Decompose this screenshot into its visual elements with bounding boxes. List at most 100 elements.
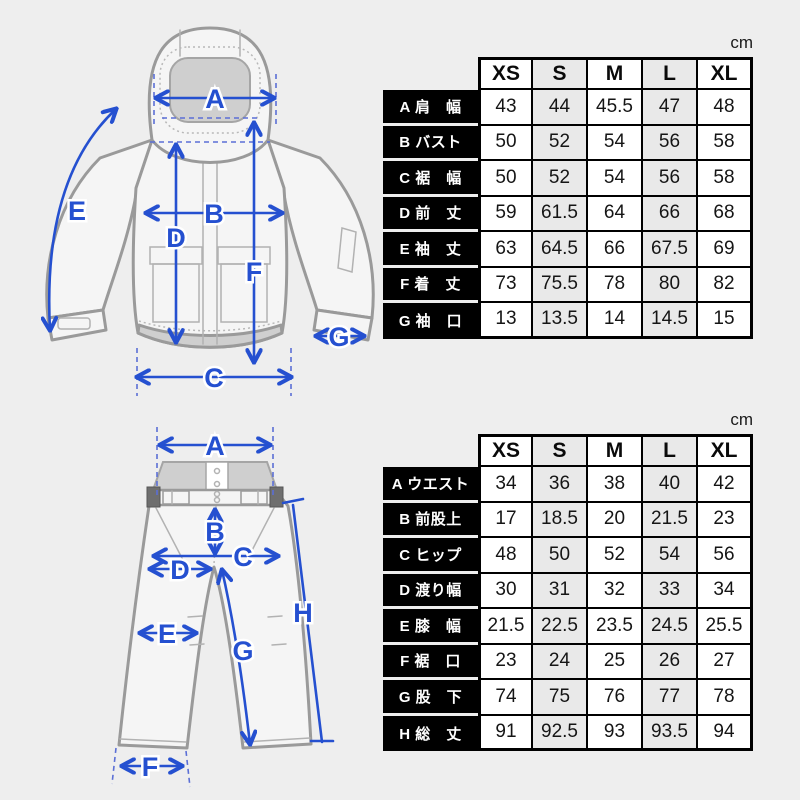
- size-value: 44: [533, 90, 588, 126]
- size-value: 45.5: [588, 90, 643, 126]
- size-value: 25: [588, 644, 643, 680]
- size-value: 68: [698, 196, 753, 232]
- row-label: G 袖 口: [383, 303, 478, 339]
- jacket-hem-stitch: [138, 320, 282, 332]
- pants-measure-label-f: F: [142, 752, 159, 782]
- row-label: D 渡り幅: [383, 573, 478, 609]
- size-value: 93: [588, 715, 643, 751]
- size-value: 52: [588, 538, 643, 574]
- pants-belt-strap-left: [162, 490, 190, 505]
- hem-opening-guides: [111, 747, 191, 788]
- row-label: G 股 下: [383, 680, 478, 716]
- size-value: 93.5: [643, 715, 698, 751]
- jacket-measure-label-b: B: [204, 199, 224, 229]
- size-value: 30: [478, 573, 533, 609]
- size-value: 78: [698, 680, 753, 716]
- size-value: 75: [533, 680, 588, 716]
- jacket-measure-label-e: E: [68, 196, 86, 226]
- size-value: 54: [643, 538, 698, 574]
- size-value: 26: [643, 644, 698, 680]
- pants-knee-ticks: [187, 615, 287, 646]
- size-value: 13: [478, 303, 533, 339]
- hem-width-guides: [136, 348, 292, 396]
- jacket-hood-seams: [179, 29, 241, 57]
- size-value: 64.5: [533, 232, 588, 268]
- size-value: 61.5: [533, 196, 588, 232]
- pants-measure-label-b: B: [205, 517, 225, 547]
- row-label: B 前股上: [383, 502, 478, 538]
- size-value: 74: [478, 680, 533, 716]
- size-value: 52: [533, 161, 588, 197]
- size-value: 52: [533, 125, 588, 161]
- size-value: 24.5: [643, 609, 698, 645]
- pants-measure-label-d: D: [170, 555, 190, 585]
- pants-measure-label-c: C: [233, 542, 253, 572]
- size-header-m: M: [588, 57, 643, 90]
- size-header-l: L: [643, 57, 698, 90]
- row-label: B バスト: [383, 125, 478, 161]
- size-header-xs: XS: [478, 57, 533, 90]
- table-corner: [383, 57, 478, 90]
- pants-snap-2: [213, 480, 221, 488]
- row-label: F 裾 口: [383, 644, 478, 680]
- size-value: 91: [478, 715, 533, 751]
- size-value: 64: [588, 196, 643, 232]
- size-value: 75.5: [533, 267, 588, 303]
- size-value: 34: [478, 467, 533, 503]
- measure-arrow-g: [222, 570, 250, 744]
- size-value: 47: [643, 90, 698, 126]
- size-value: 63: [478, 232, 533, 268]
- size-value: 14.5: [643, 303, 698, 339]
- size-value: 78: [588, 267, 643, 303]
- size-value: 24: [533, 644, 588, 680]
- pants-measure-label-e: E: [158, 619, 176, 649]
- size-value: 42: [698, 467, 753, 503]
- jacket-measure-label-f: F: [246, 257, 263, 287]
- jacket-measure-label-d: D: [166, 223, 186, 253]
- jacket-measure-label-g: G: [328, 322, 349, 352]
- size-header-xs: XS: [478, 434, 533, 467]
- row-label: C ヒップ: [383, 538, 478, 574]
- size-value: 20: [588, 502, 643, 538]
- waist-guides: [156, 427, 274, 498]
- size-value: 56: [643, 161, 698, 197]
- pants-snap-4: [213, 496, 221, 504]
- row-label: E 膝 幅: [383, 609, 478, 645]
- size-value: 22.5: [533, 609, 588, 645]
- size-value: 36: [533, 467, 588, 503]
- size-header-s: S: [533, 434, 588, 467]
- size-value: 25.5: [698, 609, 753, 645]
- measure-arrow-e: [49, 109, 116, 330]
- jacket-placket-lines: [202, 149, 218, 345]
- table-corner: [383, 434, 478, 467]
- size-value: 48: [478, 538, 533, 574]
- size-value: 56: [698, 538, 753, 574]
- size-value: 69: [698, 232, 753, 268]
- row-label: H 総 丈: [383, 715, 478, 751]
- size-value: 67.5: [643, 232, 698, 268]
- size-value: 66: [643, 196, 698, 232]
- size-value: 80: [643, 267, 698, 303]
- size-value: 33: [643, 573, 698, 609]
- jacket-right-sleeve-patch: [337, 227, 357, 273]
- pants-buckle-right: [269, 486, 284, 508]
- row-label: A ウエスト: [383, 467, 478, 503]
- size-value: 31: [533, 573, 588, 609]
- size-header-m: M: [588, 434, 643, 467]
- jacket-hood-stitch: [159, 46, 261, 134]
- unit-label-jacket: cm: [730, 33, 753, 52]
- jacket-measure-label-c: C: [204, 363, 224, 393]
- measure-line-h: [281, 497, 335, 744]
- pants-snap-1: [213, 467, 221, 475]
- size-value: 92.5: [533, 715, 588, 751]
- size-value: 94: [698, 715, 753, 751]
- jacket-right-pocket: [220, 263, 268, 323]
- size-value: 23: [478, 644, 533, 680]
- size-header-xl: XL: [698, 57, 753, 90]
- size-value: 43: [478, 90, 533, 126]
- size-value: 23: [698, 502, 753, 538]
- row-label: A 肩 幅: [383, 90, 478, 126]
